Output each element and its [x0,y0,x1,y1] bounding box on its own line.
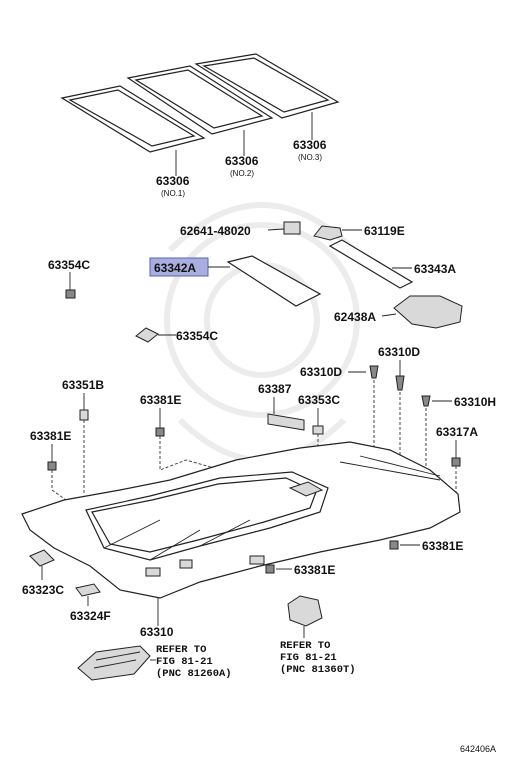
sublabel-63306-no2: (NO.2) [230,169,254,178]
bracket-62438a [393,295,463,329]
clip-63317a [451,457,461,467]
lamp-81260a-detail [93,651,141,669]
sublabel-63306-no1: (NO.1) [161,189,185,198]
clip-63310d-left [369,365,379,379]
label-63119e[interactable]: 63119E [364,224,405,238]
label-63306-no3[interactable]: 63306 [293,138,327,152]
label-63324f[interactable]: 63324F [70,609,111,623]
pad-63342a [226,255,322,307]
leader-62438a [381,313,397,317]
clip-62641-48020 [283,221,301,235]
label-63381e-mid[interactable]: 63381E [140,393,181,407]
dash-63381e-left [51,470,67,501]
label-63353c[interactable]: 63353C [298,393,340,407]
label-63323c[interactable]: 63323C [22,583,64,597]
label-63342a[interactable]: 63342A [154,261,196,275]
clip-63381e-right [389,540,399,550]
clip-63310h [421,395,431,407]
sublabel-63306-no3: (NO.3) [298,153,322,162]
clip-63353c [312,425,324,435]
pad-63343a [328,239,414,289]
headliner-63310 [21,441,461,599]
clip-63323c [29,549,55,567]
leader-62641 [267,228,285,231]
clip-63381e-mid [155,427,165,437]
sunshade-panel-no2 [126,65,274,135]
label-63387[interactable]: 63387 [258,382,292,396]
clip-63351b [79,409,89,421]
label-63381e-right[interactable]: 63381E [422,539,463,553]
ref-left-line2: FIG 81-21 [156,656,213,668]
label-63343a[interactable]: 63343A [414,262,456,276]
figure-id: 642406A [460,744,496,754]
label-63381e-bottom[interactable]: 63381E [294,563,335,577]
holder-63387 [267,413,305,431]
ref-right-line2: FIG 81-21 [280,652,337,664]
clip-63354c-mid [135,327,159,343]
label-63354c-left[interactable]: 63354C [48,258,90,272]
label-63306-no2[interactable]: 63306 [225,154,259,168]
label-63351b[interactable]: 63351B [62,378,104,392]
clip-63354c-left [65,289,76,299]
ref-left-line3[interactable]: (PNC 81260A) [156,668,232,680]
label-63310h[interactable]: 63310H [454,395,496,409]
clip-63381e-left [47,461,57,471]
sunshade-panel-no3 [194,53,340,119]
label-63310d-left[interactable]: 63310D [300,365,342,379]
lamp-81260a [77,645,151,681]
lamp-81360t [287,595,323,627]
label-63310d-right[interactable]: 63310D [378,345,420,359]
ref-right-line1: REFER TO [280,640,330,652]
label-62438a[interactable]: 62438A [334,310,376,324]
sunshade-panel-no1 [60,85,206,153]
clip-63324f [75,583,101,597]
label-63354c-mid[interactable]: 63354C [176,329,218,343]
clip-63381e-bottom [265,564,275,574]
dash-63381e-mid [159,436,215,471]
label-62641-48020[interactable]: 62641-48020 [180,224,251,238]
ref-right-line3[interactable]: (PNC 81360T) [280,664,356,676]
label-63317a[interactable]: 63317A [436,425,478,439]
ref-left-line1: REFER TO [156,644,206,656]
clip-63310d-right [395,375,405,391]
label-63381e-left[interactable]: 63381E [30,429,71,443]
bracket-63119e [313,225,343,241]
label-63310[interactable]: 63310 [140,625,174,639]
label-63306-no1[interactable]: 63306 [156,174,190,188]
